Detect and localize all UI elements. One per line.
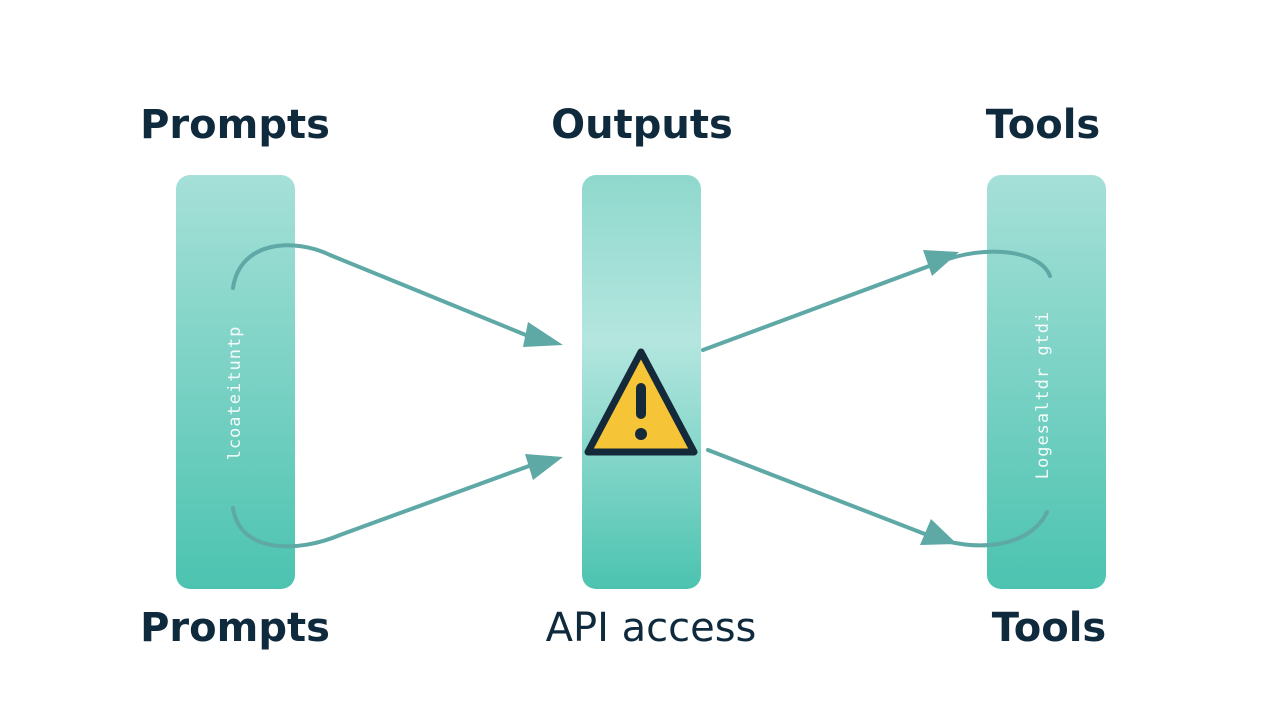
arrowhead-tools-top <box>923 250 959 276</box>
label-tools-top: Tools <box>985 102 1101 148</box>
arrowhead-prompts-bottom <box>525 454 563 480</box>
arrow-prompts-bottom <box>231 460 542 549</box>
arrowhead-prompts-top <box>523 322 563 347</box>
label-api-access: API access <box>545 605 757 651</box>
arrowhead-tools-bottom <box>920 519 957 545</box>
label-prompts-bottom: Prompts <box>140 605 330 651</box>
left-bar-text: lcoateituntp <box>225 325 245 461</box>
label-prompts-top: Prompts <box>140 102 330 148</box>
label-outputs-top: Outputs <box>551 102 733 148</box>
right-bar <box>987 175 1106 589</box>
label-tools-bottom: Tools <box>991 605 1107 651</box>
warning-icon <box>584 348 698 456</box>
arrow-prompts-top <box>231 243 540 342</box>
left-bar <box>176 175 295 589</box>
right-bar-text: Logesaltdr gtdi <box>1033 310 1053 480</box>
